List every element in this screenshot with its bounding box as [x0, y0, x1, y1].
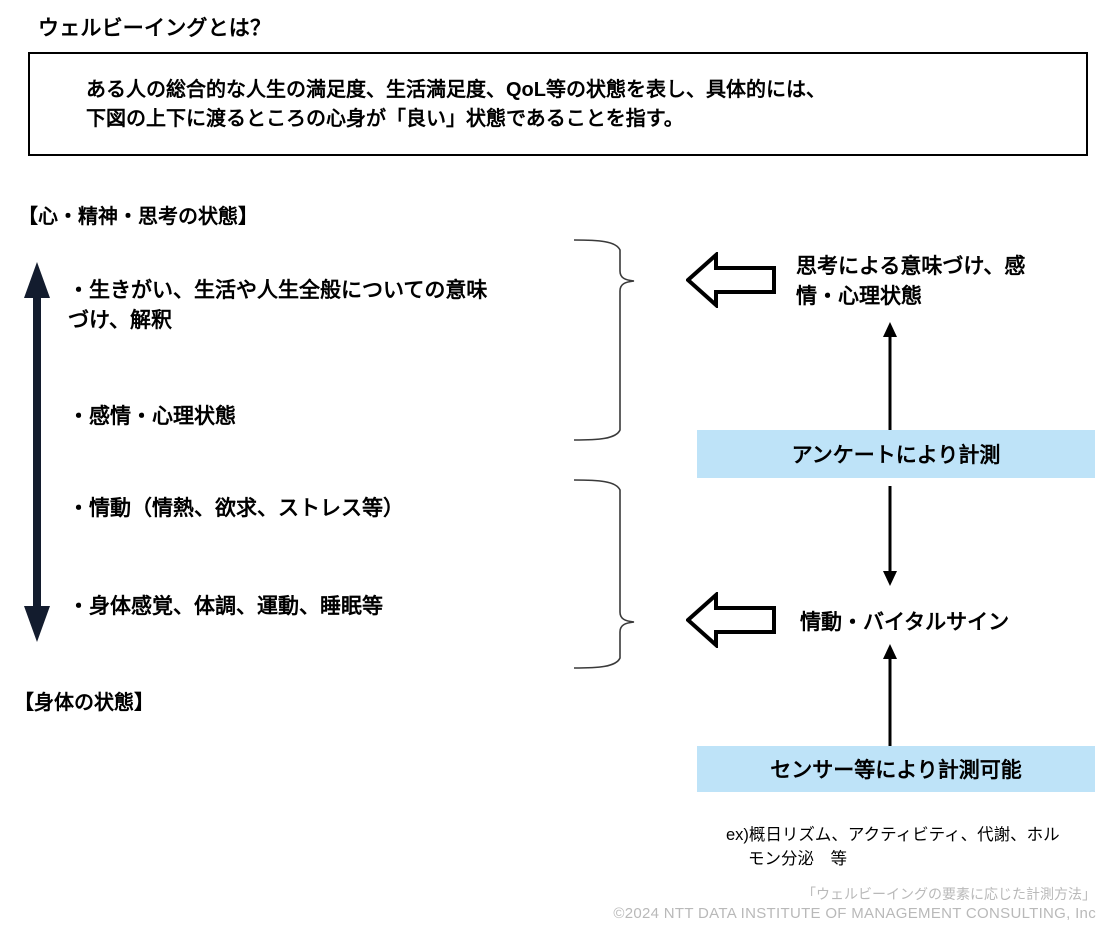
- bullet-item: ・身体感覚、体調、運動、睡眠等: [68, 595, 383, 618]
- measurement-box-sensor: センサー等により計測可能: [697, 746, 1095, 792]
- vertical-double-arrow-icon: [20, 262, 54, 642]
- sensor-example-note: ex)概日リズム、アクティビティ、代謝、ホル モン分泌 等: [726, 800, 1086, 896]
- definition-text: ある人の総合的な人生の満足度、生活満足度、QoL等の状態を表し、具体的には、 下…: [86, 79, 826, 130]
- bullet-item: ・情動（情熱、欲求、ストレス等）: [68, 497, 404, 520]
- bullet-item: ・生きがい、生活や人生全般についての意味 づけ、解釈: [68, 279, 488, 332]
- left-block-arrow-icon: [684, 250, 776, 310]
- sensor-example-line-2: モン分泌 等: [748, 849, 847, 868]
- arrow-up-icon: [876, 644, 904, 756]
- brace-bottom-icon: [572, 478, 636, 670]
- arrow-up-icon: [876, 322, 904, 434]
- section-label-body: 【身体の状態】: [14, 692, 154, 714]
- arrow-down-icon: [876, 486, 904, 586]
- sensor-example-line-1: ex)概日リズム、アクティビティ、代謝、ホル: [726, 825, 1060, 844]
- left-block-arrow-icon: [684, 590, 776, 650]
- bullet-item: ・感情・心理状態: [68, 405, 236, 428]
- brace-top-icon: [572, 238, 636, 442]
- page-title: ウェルビーイングとは？: [38, 17, 272, 40]
- measure-target-label-top: 思考による意味づけ、感 情・心理状態: [796, 255, 1026, 308]
- measurement-box-survey: アンケートにより計測: [697, 430, 1095, 478]
- measure-target-label-bottom: 情動・バイタルサイン: [800, 611, 1010, 634]
- footer-source: 「ウェルビーイングの要素に応じた計測方法」: [802, 886, 1096, 902]
- section-label-mind: 【心・精神・思考の状態】: [18, 206, 258, 228]
- footer-copyright: ©2024 NTT DATA INSTITUTE OF MANAGEMENT C…: [613, 905, 1096, 922]
- definition-box: ある人の総合的な人生の満足度、生活満足度、QoL等の状態を表し、具体的には、 下…: [28, 52, 1088, 156]
- measurement-box-survey-label: アンケートにより計測: [791, 444, 1001, 467]
- measurement-box-sensor-label: センサー等により計測可能: [770, 759, 1022, 782]
